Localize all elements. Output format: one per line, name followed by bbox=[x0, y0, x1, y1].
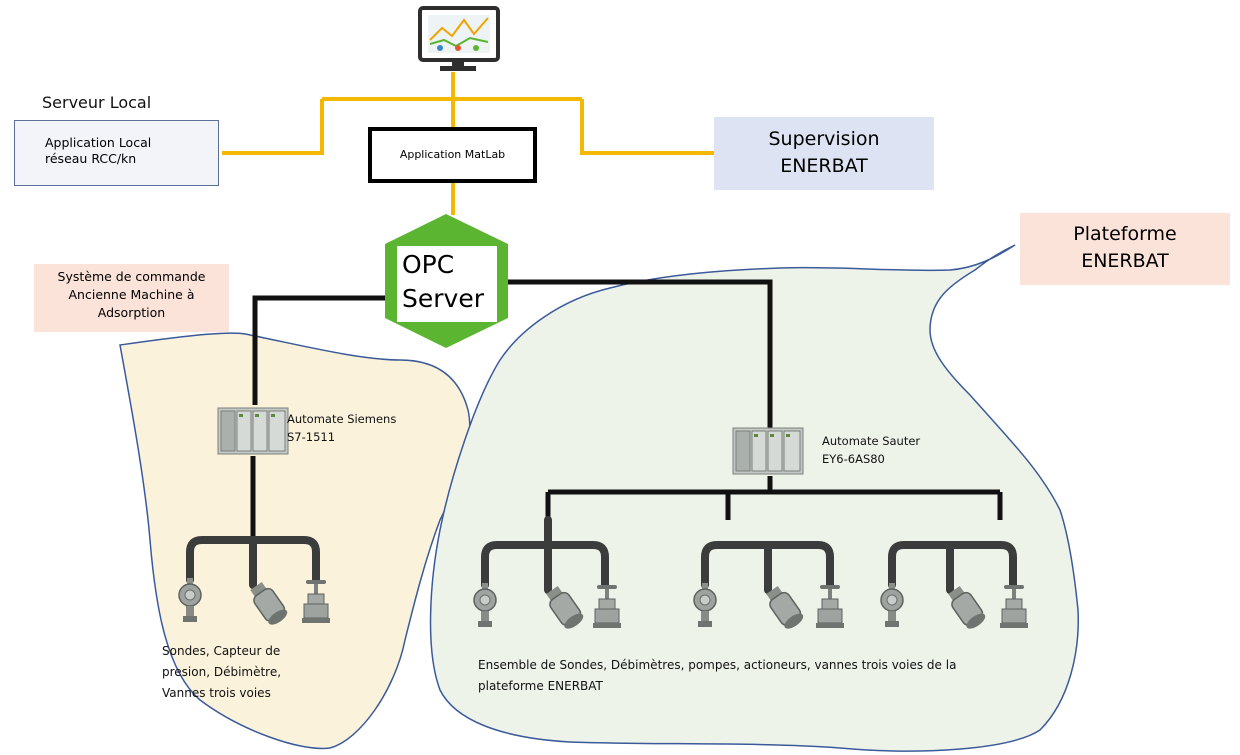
systeme-commande-label: Système de commande Ancienne Machine à A… bbox=[57, 269, 206, 320]
plateforme-label: Plateforme ENERBAT bbox=[1073, 223, 1177, 272]
left-devices-label: Sondes, Capteur de presion, Débimètre, V… bbox=[162, 644, 282, 700]
opc-server-label: OPC Server bbox=[402, 250, 484, 313]
plateforme-box: Plateforme ENERBAT bbox=[1020, 213, 1230, 285]
yellow-connectors bbox=[222, 72, 714, 215]
right-devices-label: Ensemble de Sondes, Débimètres, pompes, … bbox=[478, 658, 957, 693]
automate-siemens-label: Automate Siemens S7-1511 bbox=[287, 412, 397, 444]
plc-siemens-icon bbox=[217, 407, 289, 455]
monitor-icon bbox=[418, 6, 500, 71]
right-region bbox=[429, 244, 1079, 752]
supervision-box: Supervision ENERBAT bbox=[714, 117, 934, 190]
serveur-local-label: Serveur Local bbox=[42, 93, 152, 112]
local-application-box: Application Local réseau RCC/kn bbox=[14, 120, 219, 186]
plc-sauter-icon bbox=[732, 427, 804, 475]
pipes bbox=[186, 516, 1017, 594]
opc-server-inner bbox=[397, 246, 497, 322]
systeme-commande-box: Système de commande Ancienne Machine à A… bbox=[34, 264, 229, 332]
black-connectors bbox=[250, 279, 1003, 540]
automate-sauter-label: Automate Sauter EY6-6AS80 bbox=[822, 434, 921, 466]
matlab-application-box: Application MatLab bbox=[368, 127, 537, 183]
matlab-application-label: Application MatLab bbox=[399, 148, 506, 161]
local-application-label: Application Local réseau RCC/kn bbox=[45, 135, 152, 166]
supervision-label: Supervision ENERBAT bbox=[768, 128, 880, 177]
